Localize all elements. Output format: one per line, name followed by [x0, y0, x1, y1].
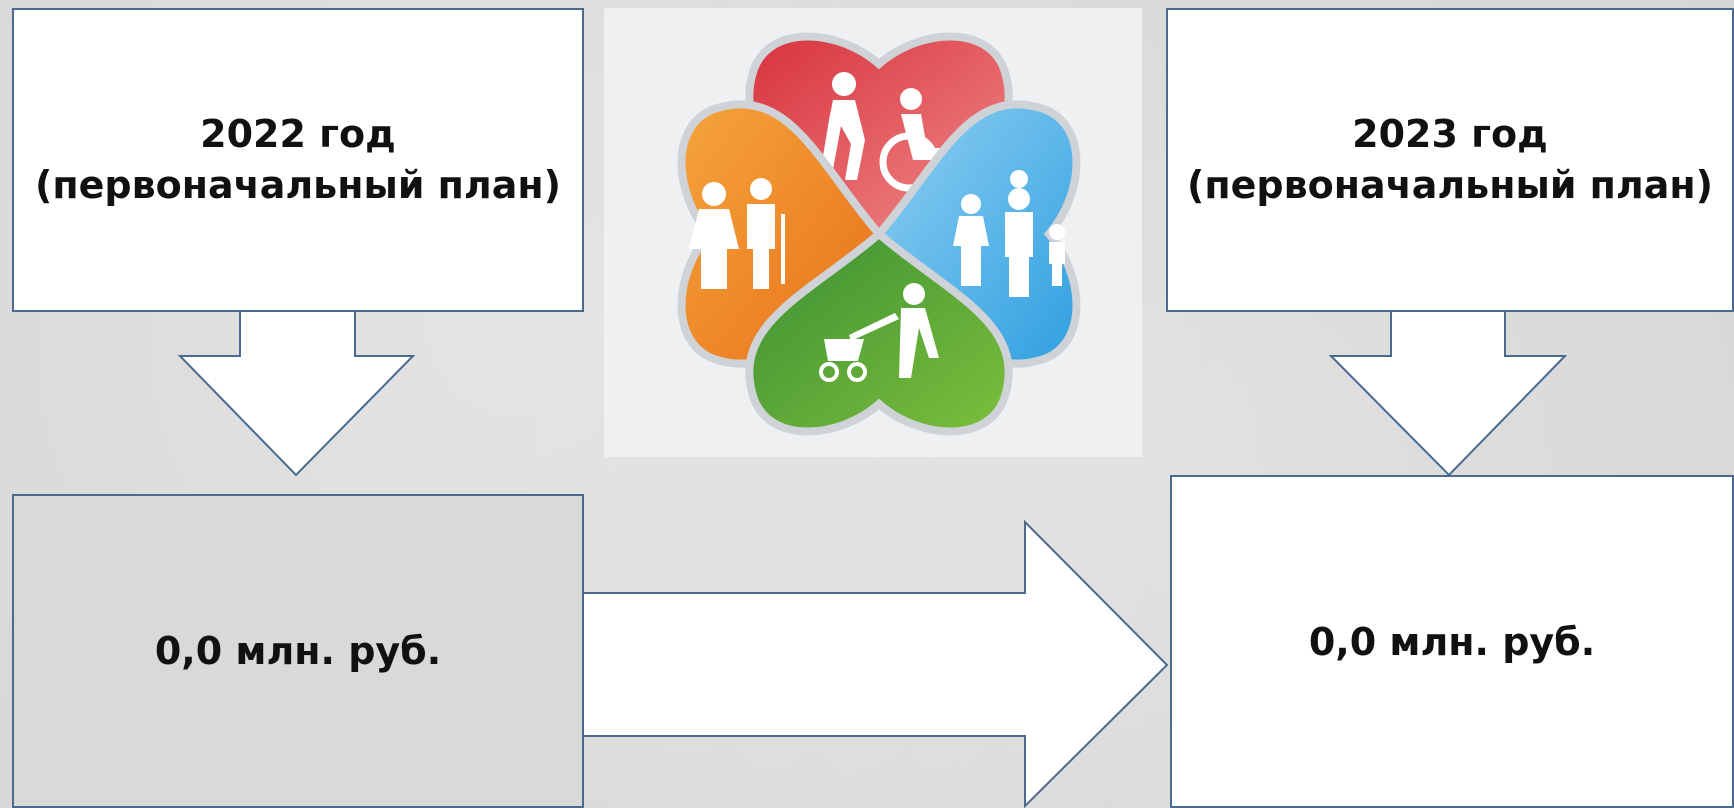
year-2023-label: 2023 год [1352, 111, 1548, 156]
arrow-down-right [1328, 309, 1568, 477]
year-2023-note: (первоначальный план) [1186, 163, 1714, 207]
value-2023-box: 0,0 млн. руб. [1170, 475, 1734, 808]
family-heart-clover-icon [604, 8, 1142, 457]
arrow-right-middle [581, 519, 1169, 808]
year-2023-box: 2023 год (первоначальный план) [1166, 8, 1734, 312]
year-2022-note: (первоначальный план) [34, 163, 562, 207]
arrow-down-left [177, 309, 416, 477]
value-2023-text: 0,0 млн. руб. [1308, 619, 1596, 664]
year-2022-box: 2022 год (первоначальный план) [12, 8, 584, 312]
heart-bottom-icon [745, 228, 1013, 436]
value-2022-box: 0,0 млн. руб. [12, 494, 584, 808]
year-2022-label: 2022 год [200, 111, 396, 156]
heart-left-icon [677, 100, 885, 368]
value-2022-text: 0,0 млн. руб. [154, 629, 442, 673]
